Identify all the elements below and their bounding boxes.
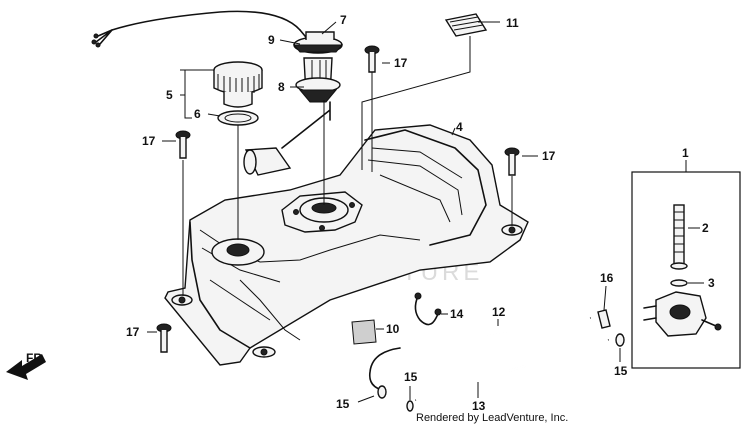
callout-17-bottom: 17 [126,325,140,339]
caution-label [444,13,488,37]
front-direction-arrow [6,354,46,380]
callout-3: 3 [708,276,715,290]
callout-9: 9 [268,33,275,47]
fuel-valve-body [643,291,722,337]
fuel-tube-upper [368,316,591,391]
seal-plate [351,319,377,345]
callout-17-top: 17 [394,56,408,70]
callout-16: 16 [600,271,614,285]
callout-4: 4 [456,120,463,134]
callout-11: 11 [506,16,519,30]
callout-15-right: 15 [614,364,628,378]
callout-6: 6 [194,107,201,121]
callout-7: 7 [340,13,347,27]
callout-15-middle: 15 [404,370,418,384]
fuel-valve-oring [670,279,688,287]
callout-17-left: 17 [142,134,156,148]
callout-10: 10 [386,322,400,336]
callout-12: 12 [492,305,506,319]
callout-15-left: 15 [336,397,350,411]
callout-1: 1 [682,146,689,160]
callout-14: 14 [450,307,464,321]
cap-gasket [217,110,259,126]
tube-clip-small-a [377,385,387,399]
fuel-valve-box [631,171,741,369]
tube-clip-small-c [615,333,625,347]
credit-text: Rendered by LeadVenture, Inc. [416,412,569,424]
callout-13: 13 [472,399,486,413]
callout-2: 2 [702,221,709,235]
bolt-bottom [156,323,172,353]
tube-clip [414,292,442,326]
bolt-right [504,147,520,176]
callout-leaders [147,21,704,403]
fuel-cap [213,61,263,108]
tube-clip-small-b [406,400,414,412]
fuel-gauge-unit [91,10,344,176]
bolt-left [175,130,191,159]
fuel-tank [164,124,529,366]
fuel-valve-screen [670,204,688,270]
callout-labels: 7 9 8 11 5 6 17 17 17 17 4 1 2 3 16 14 1… [126,13,715,413]
callout-17-right: 17 [542,149,556,163]
callout-5: 5 [166,88,173,102]
fuel-tube-lower [415,338,609,402]
callout-8: 8 [278,80,285,94]
hose-clip [597,309,611,329]
bolt-top [364,45,380,73]
front-direction-label: FR. [26,351,45,365]
